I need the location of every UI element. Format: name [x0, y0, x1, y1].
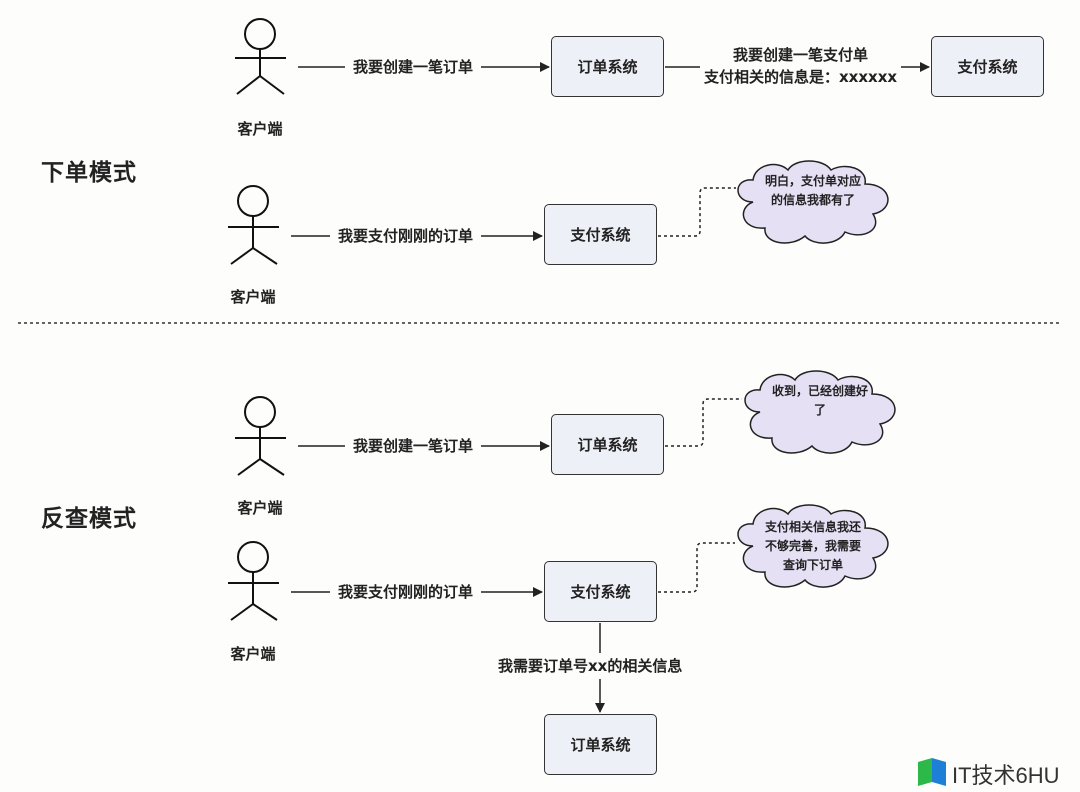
payment-system-label: 支付系统 [570, 226, 631, 244]
section-title-order-mode: 下单模式 [41, 160, 137, 186]
edge-label-create-payment: 我要创建一笔支付单 支付相关的信息是：xxxxxx [700, 44, 902, 88]
cloud-text-line: 的信息我都有了 [770, 193, 855, 207]
dotted-connector-1 [658, 187, 736, 237]
order-system-label: 订单系统 [577, 436, 638, 454]
actor-figure-3 [235, 396, 286, 476]
actor-figure-1 [235, 18, 286, 95]
section-title-lookup-mode: 反查模式 [41, 506, 137, 532]
cloud-text-line: 了 [813, 403, 826, 417]
payment-system-label: 支付系统 [570, 583, 631, 601]
edge-label-query-order: 我需要订单号xx的相关信息 [492, 653, 689, 679]
order-system-box-3: 订单系统 [551, 414, 664, 475]
cloud-bubble-2 [744, 370, 896, 454]
edge-label-pay-order-1: 我要支付刚刚的订单 [330, 225, 482, 247]
watermark-logo-icon [918, 758, 946, 786]
cloud-text-3: 支付相关信息我还 不够完善，我需要 查询下订单 [753, 518, 873, 575]
order-system-box-4: 订单系统 [544, 714, 657, 775]
dotted-connector-2 [665, 398, 742, 447]
watermark-text: IT技术6HU [952, 763, 1060, 788]
payment-system-box-4: 支付系统 [544, 561, 657, 622]
order-system-label: 订单系统 [577, 58, 638, 76]
cloud-text-line: 支付相关信息我还 [764, 520, 861, 534]
edge-label-line-1: 我要创建一笔支付单 [733, 46, 869, 64]
edge-label-pay-order-2: 我要支付刚刚的订单 [330, 581, 482, 603]
cloud-text-line: 查询下订单 [782, 558, 843, 572]
actor-figure-2 [228, 185, 279, 265]
dotted-connector-3 [658, 542, 735, 593]
cloud-bubble-3 [737, 504, 889, 588]
actor-label-2: 客户端 [230, 288, 276, 306]
actor-label-4: 客户端 [230, 645, 276, 663]
actor-label-3: 客户端 [237, 499, 283, 517]
cloud-text-line: 收到，已经创建好 [771, 384, 868, 398]
payment-system-label: 支付系统 [957, 58, 1018, 76]
edge-label-line-2: 支付相关的信息是：xxxxxx [704, 68, 898, 86]
cloud-text-2: 收到，已经创建好 了 [760, 382, 880, 420]
order-system-label: 订单系统 [570, 736, 631, 754]
cloud-text-line: 不够完善，我需要 [764, 539, 861, 553]
cloud-text-1: 明白，支付单对应 的信息我都有了 [753, 172, 873, 210]
edge-label-create-order-2: 我要创建一笔订单 [345, 435, 482, 457]
payment-system-box-2: 支付系统 [544, 204, 657, 265]
cloud-text-line: 明白，支付单对应 [764, 174, 861, 188]
actor-figure-4 [228, 541, 279, 621]
actor-label-1: 客户端 [237, 120, 283, 138]
edge-label-create-order-1: 我要创建一笔订单 [345, 56, 482, 78]
payment-system-box-1: 支付系统 [931, 36, 1044, 97]
cloud-bubble-1 [737, 160, 889, 244]
order-system-box-1: 订单系统 [551, 36, 664, 97]
